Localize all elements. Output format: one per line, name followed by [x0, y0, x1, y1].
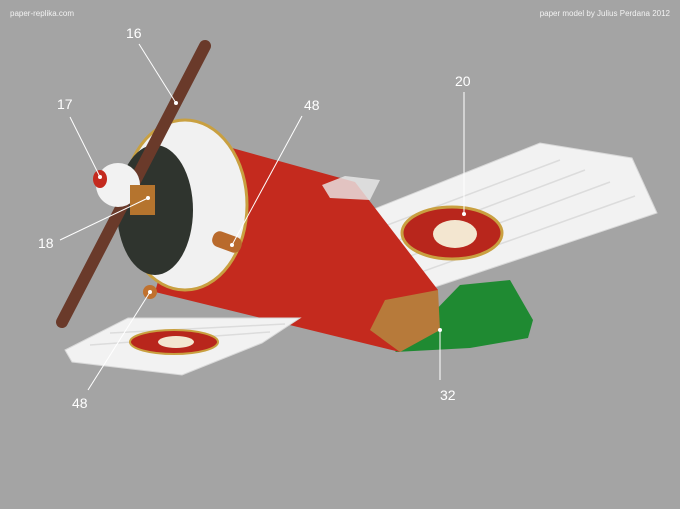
callout-exhaust-top: 48 [304, 97, 320, 113]
fuselage-band [370, 290, 440, 352]
callout-engine: 18 [38, 235, 54, 251]
exhaust-top [212, 231, 242, 253]
callout-propeller: 16 [126, 25, 142, 41]
spinner [96, 163, 140, 207]
callout-spinner: 17 [57, 96, 73, 112]
author-credit: paper model by Julius Perdana 2012 [539, 9, 670, 18]
callout-tail: 32 [440, 387, 456, 403]
leader-lines [59, 43, 465, 391]
cockpit [322, 176, 380, 200]
callout-wing-emblem: 20 [455, 73, 471, 89]
callout-exhaust-bottom: 48 [72, 395, 88, 411]
site-credit: paper-replika.com [10, 9, 75, 18]
